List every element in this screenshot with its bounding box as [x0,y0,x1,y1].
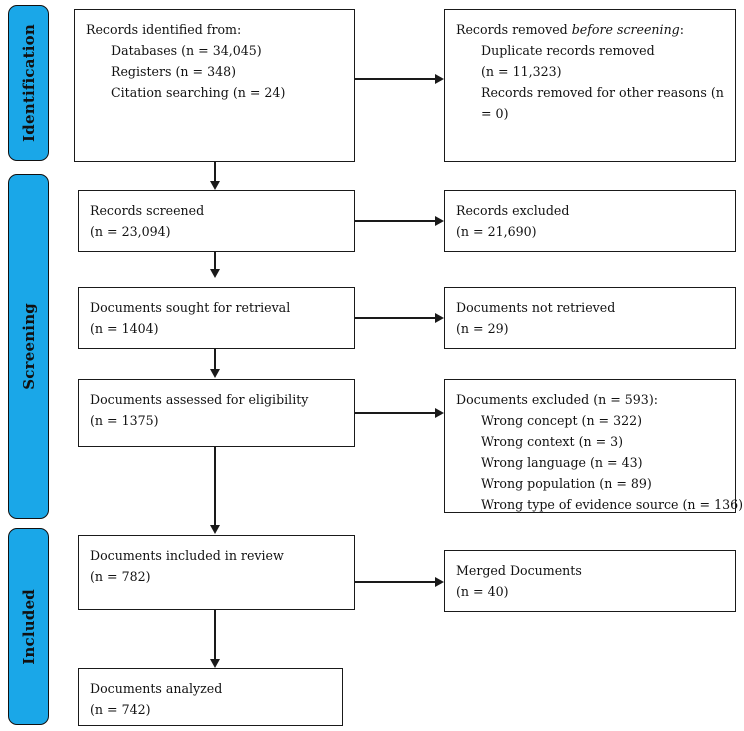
documents-excluded-item-wrong-population: Wrong population (n = 89) [481,476,652,491]
connector-sought-to-assessed [214,349,216,370]
records-identified-item-registers: Registers (n = 348) [111,64,237,79]
arrow-sought-to-not-retrieved [435,312,444,323]
connector-included-to-merged [355,581,435,583]
connector-identified-to-screened [214,162,216,182]
connector-assessed-to-included [214,447,216,526]
arrow-identified-to-screened [209,181,220,190]
documents-excluded-item-wrong-concept: Wrong concept (n = 322) [481,413,643,428]
box-records-removed: Records removed before screening: Duplic… [444,9,736,162]
documents-included-title: Documents included in review [90,548,284,563]
records-screened-title: Records screened [90,203,205,218]
arrow-screened-to-excluded [435,215,444,226]
stage-tab-screening-label: Screening [19,303,38,390]
documents-excluded-item-wrong-language: Wrong language (n = 43) [481,455,643,470]
records-removed-item-duplicates: Duplicate records removed [481,43,655,58]
documents-analyzed-title: Documents analyzed [90,681,223,696]
stage-tab-included-label: Included [19,588,38,665]
box-documents-assessed: Documents assessed for eligibility (n = … [78,379,355,447]
records-removed-title: Records removed before screening: [456,19,724,40]
merged-documents-count: (n = 40) [456,584,509,599]
documents-assessed-title: Documents assessed for eligibility [90,392,309,407]
box-records-excluded: Records excluded (n = 21,690) [444,190,736,252]
stage-tab-identification-label: Identification [19,24,38,142]
documents-analyzed-count: (n = 742) [90,702,151,717]
documents-included-count: (n = 782) [90,569,151,584]
arrow-assessed-to-included [209,525,220,534]
box-documents-included: Documents included in review (n = 782) [78,535,355,610]
records-identified-item-citation-searching: Citation searching (n = 24) [111,85,286,100]
connector-sought-to-not-retrieved [355,317,435,319]
stage-tab-identification: Identification [8,5,49,161]
documents-not-retrieved-count: (n = 29) [456,321,509,336]
connector-included-to-analyzed [214,610,216,660]
records-excluded-count: (n = 21,690) [456,224,537,239]
connector-identified-to-removed [355,78,435,80]
records-removed-item-other-reasons: Records removed for other reasons (n = 0… [481,85,724,121]
arrow-screened-to-sought [209,269,220,278]
documents-excluded-item-wrong-context: Wrong context (n = 3) [481,434,624,449]
connector-assessed-to-excluded [355,412,435,414]
documents-assessed-count: (n = 1375) [90,413,159,428]
records-screened-count: (n = 23,094) [90,224,171,239]
documents-not-retrieved-title: Documents not retrieved [456,300,616,315]
connector-screened-to-sought [214,252,216,270]
merged-documents-title: Merged Documents [456,563,582,578]
documents-excluded-item-wrong-evidence-type: Wrong type of evidence source (n = 136) [481,497,744,512]
box-records-identified: Records identified from: Databases (n = … [74,9,355,162]
box-documents-excluded: Documents excluded (n = 593): Wrong conc… [444,379,744,513]
stage-tab-included: Included [8,528,49,725]
stage-tab-screening: Screening [8,174,49,519]
box-records-screened: Records screened (n = 23,094) [78,190,355,252]
connector-screened-to-excluded [355,220,435,222]
records-removed-title-pre: Records removed [456,22,572,37]
arrow-included-to-merged [435,576,444,587]
documents-excluded-title: Documents excluded (n = 593): [456,392,658,407]
box-merged-documents: Merged Documents (n = 40) [444,550,736,612]
records-removed-title-emphasis: before screening [571,22,680,37]
records-identified-item-databases: Databases (n = 34,045) [111,43,262,58]
arrow-included-to-analyzed [209,659,220,668]
documents-sought-count: (n = 1404) [90,321,159,336]
arrow-assessed-to-excluded [435,407,444,418]
box-documents-not-retrieved: Documents not retrieved (n = 29) [444,287,736,349]
records-removed-item-duplicates-count: (n = 11,323) [481,64,562,79]
box-documents-analyzed: Documents analyzed (n = 742) [78,668,343,726]
box-documents-sought: Documents sought for retrieval (n = 1404… [78,287,355,349]
arrow-sought-to-assessed [209,369,220,378]
records-excluded-title: Records excluded [456,203,570,218]
records-removed-title-post: : [679,22,684,37]
documents-sought-title: Documents sought for retrieval [90,300,291,315]
arrow-identified-to-removed [435,73,444,84]
records-identified-title: Records identified from: [86,22,242,37]
